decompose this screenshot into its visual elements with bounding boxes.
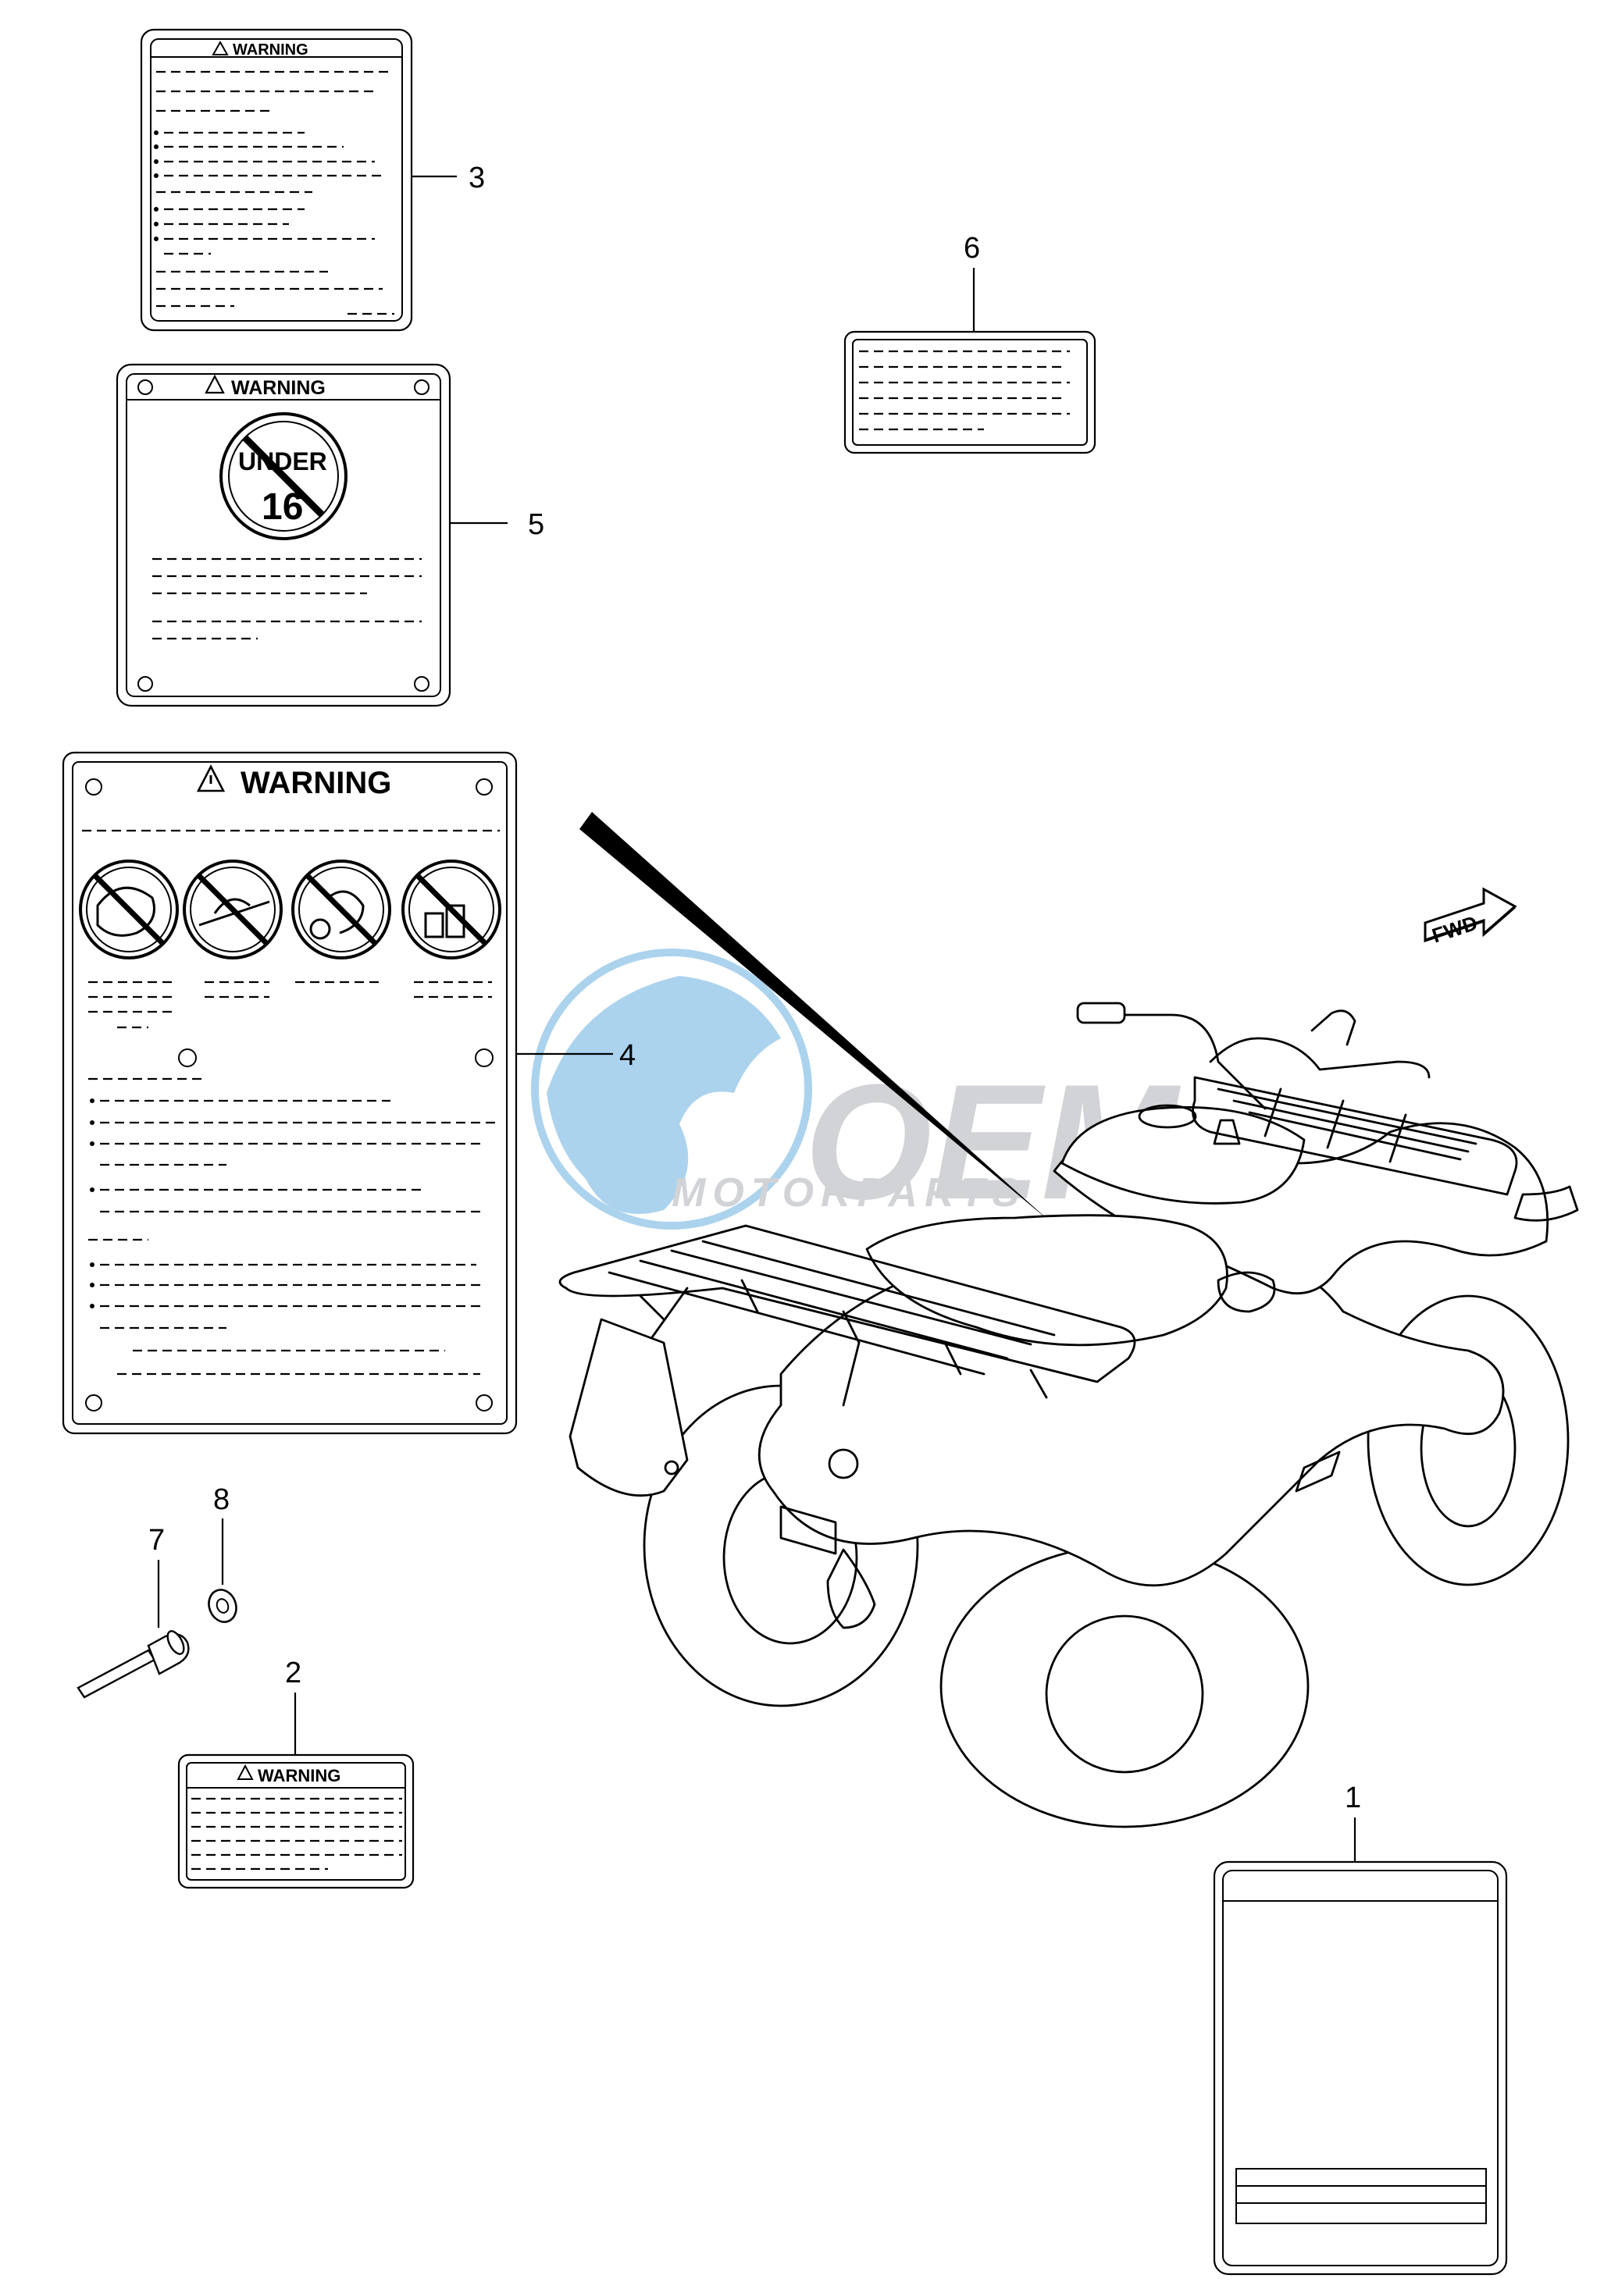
pictogram-2-icon (183, 860, 283, 959)
label-part-1 (1213, 1860, 1508, 2276)
label-part-3: WARNING (140, 28, 413, 332)
text-lines-placeholder (859, 350, 1070, 431)
warning-title: WARNING (233, 41, 308, 59)
callout-1: 1 (1345, 1782, 1361, 1814)
callout-6: 6 (964, 232, 980, 265)
label-part-6 (843, 330, 1096, 454)
label-part-4: WARNING (62, 751, 518, 1435)
no-under-16-icon: UNDER 16 (219, 412, 348, 540)
label-part-5: WARNING UNDER 16 (116, 363, 451, 707)
text-lines-placeholder (154, 70, 394, 315)
fwd-text: FWD (1429, 911, 1481, 948)
globe-ring-icon (531, 949, 812, 1230)
atv-seat (865, 1214, 1228, 1347)
warning-title: WARNING (231, 377, 326, 399)
callout-8: 8 (213, 1483, 230, 1516)
pictogram-4-icon (401, 860, 501, 959)
text-lines-placeholder (152, 557, 422, 640)
front-wheel-near (939, 1544, 1310, 1828)
callout-3: 3 (469, 162, 485, 194)
atv-mudflap (569, 1318, 689, 1497)
pictogram-1-icon (79, 860, 179, 959)
warning-title: WARNING (258, 1766, 340, 1785)
callout-4: 4 (619, 1039, 636, 1072)
text-lines-placeholder (88, 981, 500, 1376)
warning-triangle-icon (205, 374, 225, 394)
atv-illustration (558, 1002, 1579, 1828)
callout-5: 5 (528, 508, 544, 541)
warning-title: WARNING (241, 766, 391, 800)
watermark-tagline: MOTORPARTS (672, 1170, 1026, 1216)
prohibition-pictograms (79, 860, 501, 959)
globe-continents-icon (547, 976, 781, 1214)
age-number: 16 (262, 486, 303, 528)
pictogram-3-icon (291, 860, 391, 959)
callout-7: 7 (148, 1524, 165, 1557)
under-text: UNDER (238, 447, 327, 475)
atv-rear-rack (558, 1224, 1136, 1407)
pointer-arrow-to-atv (579, 812, 1050, 1222)
warning-triangle-icon (196, 764, 226, 792)
rivet-part-7 (77, 1630, 190, 1699)
warning-triangle-icon (237, 1764, 254, 1780)
atv-handlebar (1076, 1013, 1267, 1110)
fwd-direction-arrow: FWD (1424, 887, 1517, 948)
warning-triangle-icon (212, 40, 229, 55)
callout-2: 2 (285, 1657, 301, 1689)
atv-front-rack (1192, 1076, 1518, 1196)
text-lines-placeholder (191, 1797, 402, 1871)
atv-tank (1060, 1106, 1306, 1205)
label-part-2: WARNING (177, 1753, 415, 1889)
washer-part-8 (208, 1589, 237, 1623)
